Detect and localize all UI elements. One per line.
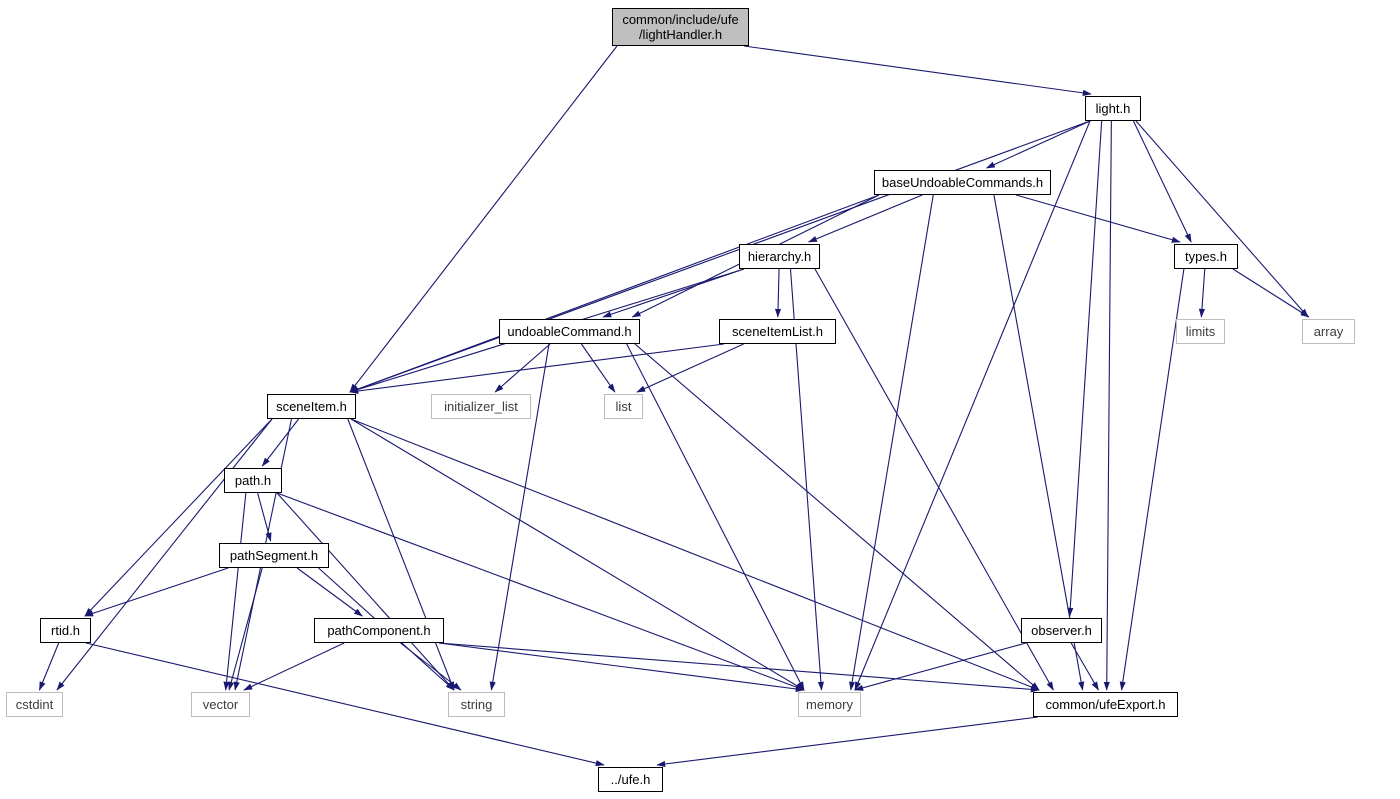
edge-baseundoablecommands-to-types — [1015, 194, 1181, 243]
edge-sceneitem-to-rtid — [84, 418, 273, 617]
edge-hierarchy-to-ufeexport — [814, 268, 1054, 691]
node-label: baseUndoableCommands.h — [881, 175, 1044, 190]
edge-rtid-to-cstdint — [38, 642, 60, 691]
node-pathsegment[interactable]: pathSegment.h — [219, 543, 329, 568]
node-label: undoableCommand.h — [507, 324, 632, 339]
node-label: vector — [202, 697, 239, 712]
node-array: array — [1302, 319, 1355, 344]
edge-hierarchy-to-sceneitemlist — [774, 268, 782, 318]
node-label: common/include/ufe — [622, 12, 739, 27]
node-label: initializer_list — [444, 399, 518, 414]
node-string: string — [448, 692, 505, 717]
edge-undoablecommand-to-list — [580, 343, 616, 393]
edge-undoablecommand-to-ufeexport — [634, 343, 1040, 691]
edge-baseundoablecommands-to-memory — [849, 194, 934, 691]
node-pathcomponent[interactable]: pathComponent.h — [314, 618, 444, 643]
node-ufe[interactable]: ../ufe.h — [598, 767, 663, 792]
edge-baseundoablecommands-to-ufeexport — [993, 194, 1085, 691]
edge-sceneitem-to-memory — [350, 418, 805, 691]
node-observer[interactable]: observer.h — [1021, 618, 1102, 643]
node-memory: memory — [798, 692, 861, 717]
node-label: light.h — [1095, 101, 1131, 116]
node-ufeexport[interactable]: common/ufeExport.h — [1033, 692, 1178, 717]
edge-undoablecommand-to-memory — [626, 343, 805, 691]
node-light[interactable]: light.h — [1085, 96, 1141, 121]
node-path[interactable]: path.h — [224, 468, 282, 493]
node-initializer_list: initializer_list — [431, 394, 531, 419]
node-label: memory — [806, 697, 853, 712]
edge-sceneitem-to-ufeexport — [350, 418, 1040, 691]
node-vector: vector — [191, 692, 250, 717]
node-list: list — [604, 394, 643, 419]
node-label: rtid.h — [51, 623, 80, 638]
edge-undoablecommand-to-string — [489, 343, 550, 691]
node-label: array — [1313, 324, 1344, 339]
edge-ufeexport-to-ufe — [656, 716, 1039, 768]
edge-pathcomponent-to-memory — [438, 642, 805, 693]
edge-hierarchy-to-undoablecommand — [602, 268, 745, 318]
edge-light-to-types — [1132, 120, 1192, 243]
edge-lighthandler-to-sceneitem — [349, 45, 618, 393]
edge-types-to-ufeexport — [1119, 268, 1185, 691]
edge-path-to-memory — [276, 492, 805, 691]
edge-sceneitem-to-path — [261, 418, 300, 467]
edge-sceneitemlist-to-sceneitem — [349, 343, 725, 395]
edge-types-to-limits — [1198, 268, 1206, 318]
node-baseundoablecommands[interactable]: baseUndoableCommands.h — [874, 170, 1051, 195]
node-hierarchy[interactable]: hierarchy.h — [739, 244, 820, 269]
edge-sceneitemlist-to-list — [636, 343, 744, 393]
node-sceneitemlist[interactable]: sceneItemList.h — [719, 319, 836, 344]
edge-undoablecommand-to-initializer_list — [494, 343, 551, 393]
node-label: types.h — [1185, 249, 1227, 264]
node-lighthandler: common/include/ufe/lightHandler.h — [612, 8, 749, 46]
edge-baseundoablecommands-to-sceneitem — [349, 194, 880, 393]
edge-observer-to-ufeexport — [1070, 642, 1099, 691]
edge-pathsegment-to-vector — [228, 567, 263, 691]
edge-sceneitem-to-string — [347, 418, 455, 691]
node-label: observer.h — [1031, 623, 1092, 638]
node-sceneitem[interactable]: sceneItem.h — [267, 394, 356, 419]
edge-path-to-string — [276, 492, 455, 691]
edge-observer-to-memory — [854, 642, 1027, 691]
edge-pathcomponent-to-vector — [243, 642, 345, 691]
node-undoablecommand[interactable]: undoableCommand.h — [499, 319, 640, 344]
node-label: cstdint — [15, 697, 54, 712]
node-label: pathSegment.h — [229, 548, 319, 563]
edge-pathcomponent-to-string — [400, 642, 462, 691]
edge-baseundoablecommands-to-hierarchy — [808, 194, 923, 243]
edge-path-to-vector — [223, 492, 247, 691]
node-label: ../ufe.h — [610, 772, 651, 787]
edge-types-to-array — [1232, 268, 1310, 318]
node-label: hierarchy.h — [747, 249, 812, 264]
edge-light-to-observer — [1067, 120, 1103, 617]
node-label: pathComponent.h — [327, 623, 431, 638]
node-label: limits — [1185, 324, 1216, 339]
edge-pathcomponent-to-ufeexport — [438, 642, 1040, 693]
edge-pathsegment-to-rtid — [84, 567, 229, 617]
edge-pathsegment-to-pathcomponent — [296, 567, 363, 617]
node-label: sceneItemList.h — [731, 324, 824, 339]
edge-lighthandler-to-light — [743, 45, 1092, 96]
edge-rtid-to-ufe — [85, 642, 605, 767]
edge-light-to-memory — [854, 120, 1091, 691]
node-label: list — [615, 399, 632, 414]
node-label: sceneItem.h — [276, 399, 347, 414]
node-cstdint: cstdint — [6, 692, 63, 717]
node-label: /lightHandler.h — [638, 27, 723, 42]
edge-light-to-array — [1135, 120, 1309, 318]
edge-light-to-sceneitem — [349, 120, 1091, 393]
node-label: string — [460, 697, 493, 712]
node-label: path.h — [234, 473, 272, 488]
node-limits: limits — [1176, 319, 1225, 344]
node-label: common/ufeExport.h — [1045, 697, 1166, 712]
edge-path-to-pathsegment — [257, 492, 272, 542]
node-rtid[interactable]: rtid.h — [40, 618, 91, 643]
node-types[interactable]: types.h — [1174, 244, 1238, 269]
edge-light-to-ufeexport — [1103, 120, 1112, 691]
edge-light-to-baseundoablecommands — [985, 120, 1091, 169]
